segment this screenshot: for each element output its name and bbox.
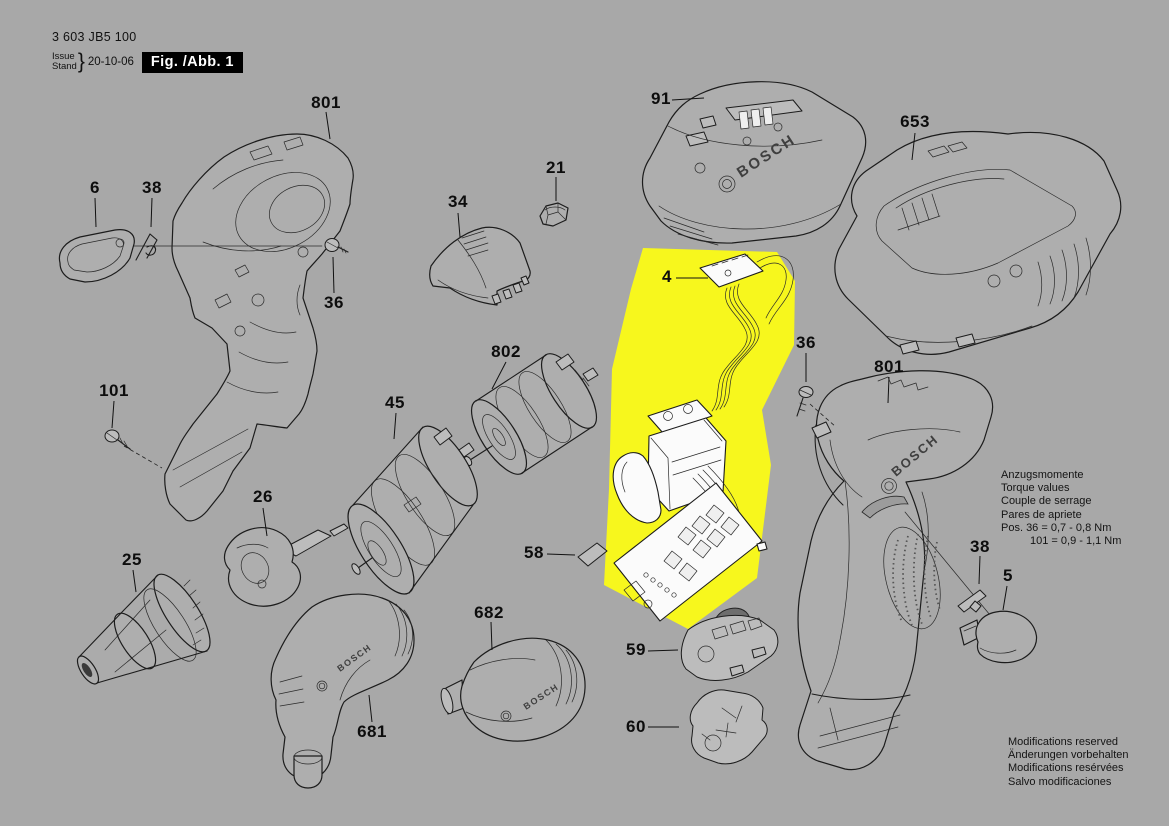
part-label-59: 59 <box>626 640 646 659</box>
part-housing-right-801: BOSCH <box>797 370 994 771</box>
torque-line-de: Anzugsmomente <box>1001 469 1084 481</box>
part-attachment-682: BOSCH <box>440 637 586 742</box>
part-label-25: 25 <box>122 550 142 569</box>
torque-line-fr: Couple de serrage <box>1001 495 1092 508</box>
part-housing-left-801 <box>164 133 354 522</box>
part-label-21: 21 <box>546 158 566 177</box>
part-spindle-26 <box>223 523 349 607</box>
part-label-5: 5 <box>1003 566 1013 585</box>
part-cover-59 <box>680 614 779 681</box>
brace-glyph: } <box>77 50 85 73</box>
part-label-682: 682 <box>474 603 504 622</box>
torque-line-en: Torque values <box>1001 482 1070 495</box>
part-gearbox-45 <box>347 425 478 595</box>
part-gasket-60 <box>689 689 768 765</box>
part-label-26: 26 <box>253 487 273 506</box>
part-label-101: 101 <box>99 381 129 400</box>
modifications-line-de: Änderungen vorbehalten <box>1008 749 1129 762</box>
issue-label: Issue <box>52 50 75 62</box>
part-switch-assembly-4 <box>612 253 794 639</box>
part-label-4: 4 <box>662 267 672 286</box>
part-label-653: 653 <box>900 112 930 131</box>
part-label-802: 802 <box>491 342 521 361</box>
part-label-681: 681 <box>357 722 387 741</box>
part-label-36-right: 36 <box>796 333 816 352</box>
part-spring-38-left <box>135 233 158 261</box>
part-clip-6 <box>58 229 135 283</box>
stand-label: Stand <box>52 61 77 72</box>
part-nut-21 <box>539 202 569 227</box>
part-charger-653 <box>834 130 1122 355</box>
header: 3 603 JB5 100 Issue Stand } 20-10-06 Fig… <box>52 30 243 74</box>
modifications-line-fr: Modifications resérvées <box>1008 762 1124 775</box>
part-label-38-right: 38 <box>970 537 990 556</box>
part-label-6: 6 <box>90 178 100 197</box>
modifications-line-en: Modifications reserved <box>1008 736 1119 748</box>
part-chuck-25 <box>76 573 211 685</box>
part-screw-101 <box>104 429 163 469</box>
part-button-5 <box>959 610 1038 664</box>
modifications-note: Modifications reserved Änderungen vorbeh… <box>1008 736 1169 789</box>
part-clip-38-right <box>957 589 987 613</box>
part-screw-36-right <box>796 386 837 428</box>
part-label-36-left: 36 <box>324 293 344 312</box>
part-motor-802 <box>463 353 599 475</box>
part-label-91: 91 <box>651 89 671 108</box>
issue-date: 20-10-06 <box>87 56 134 68</box>
torque-line-es: Pares de apriete <box>1001 508 1082 521</box>
part-label-45: 45 <box>385 393 405 412</box>
part-label-801-right: 801 <box>874 357 904 376</box>
part-label-34: 34 <box>448 192 468 211</box>
figure-label: Fig. /Abb. 1 <box>141 51 243 73</box>
torque-values-note: Anzugsmomente Torque values Couple de se… <box>1001 469 1169 548</box>
part-label-60: 60 <box>626 717 646 736</box>
torque-pos-36: Pos. 36 = 0,7 - 0,8 Nm <box>1001 521 1112 534</box>
document-part-number: 3 603 JB5 100 <box>52 30 137 44</box>
part-label-38-left: 38 <box>142 178 162 197</box>
modifications-line-es: Salvo modificaciones <box>1008 775 1112 788</box>
leader-lines <box>94 97 1008 728</box>
part-label-58: 58 <box>524 543 544 562</box>
torque-pos-101: 101 = 0,9 - 1,1 Nm <box>1030 535 1122 548</box>
part-label-801-left: 801 <box>311 93 341 112</box>
part-angle-head-681: BOSCH <box>270 593 415 789</box>
part-screw-36-left <box>324 238 349 254</box>
part-pad-58 <box>577 542 608 567</box>
part-battery-91: BOSCH <box>641 81 867 246</box>
part-cover-34 <box>429 226 531 306</box>
